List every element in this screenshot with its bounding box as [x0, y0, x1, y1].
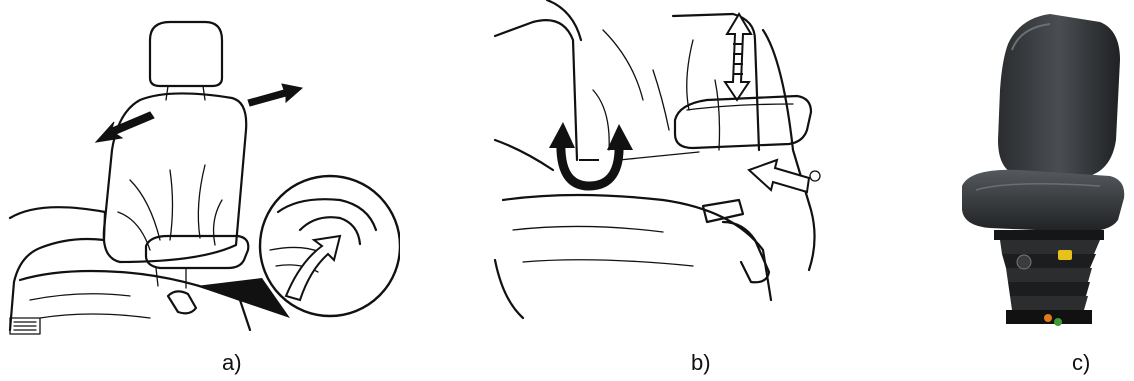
panel-c-drawing — [950, 0, 1134, 340]
seat-backrest — [998, 14, 1120, 178]
weight-adjust-knob — [1017, 255, 1031, 269]
suspension-bellows — [1000, 240, 1100, 324]
headrest — [150, 22, 222, 86]
panel-c-caption: c) — [1072, 350, 1090, 376]
panel-b-armrest-adjustment-illustration — [493, 0, 833, 320]
rotation-knob-arrow — [549, 122, 633, 186]
seat-cushion-photo — [962, 170, 1124, 232]
height-adjust-arrow — [725, 14, 751, 100]
panel-c-suspension-seat-photo — [950, 0, 1134, 340]
panel-b-caption: b) — [691, 350, 711, 376]
panel-a-caption: a) — [222, 350, 242, 376]
tilt-arrow-left — [96, 112, 154, 142]
panel-b-drawing — [493, 0, 833, 320]
armrest — [146, 236, 248, 268]
seat-cushion — [10, 207, 105, 330]
push-arrow — [749, 160, 809, 192]
orange-knob — [1044, 314, 1052, 322]
yellow-dial — [1058, 250, 1072, 260]
panel-a-seat-backrest-illustration — [0, 0, 400, 335]
panel-a-drawing — [0, 0, 400, 335]
tilt-arrow-right — [248, 84, 302, 106]
green-knob — [1054, 318, 1062, 326]
